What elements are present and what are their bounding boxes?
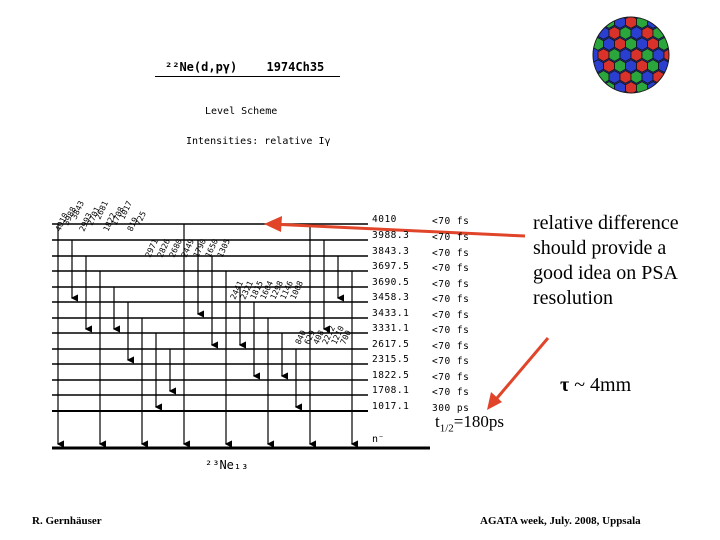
level-lifetime: <70 fs: [432, 387, 470, 398]
tau-symbol: τ: [560, 374, 570, 396]
title-underline: [155, 76, 340, 77]
psa-note-line-2: should provide a: [533, 237, 667, 259]
lifetime-arrowhead: [487, 392, 502, 410]
reaction-title: ²²Ne(d,pγ) 1974Ch35: [165, 60, 324, 74]
psa-note-line-3: good idea on PSA: [533, 262, 678, 284]
level-lifetime: <70 fs: [432, 310, 470, 321]
logo-cell: [603, 37, 615, 51]
level-energy: 3697.5: [372, 261, 410, 272]
level-lifetime: <70 fs: [432, 279, 470, 290]
level-energy: 1708.1: [372, 385, 410, 396]
level-lifetime: <70 fs: [432, 325, 470, 336]
logo-cell: [614, 37, 626, 51]
logo-cell: [619, 48, 632, 62]
logo-cell: [647, 37, 659, 51]
logo-cell: [608, 26, 621, 40]
reference-label: 1974Ch35: [266, 60, 325, 74]
level-lifetime: <70 fs: [432, 216, 470, 227]
agata-geodesic-ball-logo: [592, 16, 670, 94]
level-lifetime: 300 ps: [432, 403, 470, 414]
logo-cell: [636, 59, 648, 73]
scheme-subtitle: Level Scheme: [205, 106, 278, 117]
reaction-label: ²²Ne(d,pγ): [165, 60, 238, 74]
ground-state-label: n⁻: [372, 434, 385, 445]
level-lifetime: <70 fs: [432, 232, 470, 243]
logo-cell: [619, 70, 632, 84]
psa-note-line-1: relative difference: [533, 212, 679, 234]
psa-note-line-4: resolution: [533, 287, 613, 309]
lifetime-arrow: [490, 337, 550, 405]
level-energy: 1822.5: [372, 370, 410, 381]
logo-cell: [658, 17, 669, 29]
level-energy: 3843.3: [372, 246, 410, 257]
half-life-t: t: [435, 412, 440, 431]
logo-cell: [608, 70, 621, 84]
level-lifetime: <70 fs: [432, 372, 470, 383]
logo-cell: [630, 26, 643, 40]
logo-cell: [641, 70, 654, 84]
logo-cell: [647, 59, 659, 73]
level-lifetime: <70 fs: [432, 263, 470, 274]
psa-arrow: [269, 222, 526, 238]
logo-cell: [593, 17, 604, 29]
level-lifetime: <70 fs: [432, 341, 470, 352]
logo-cell: [636, 37, 648, 51]
tau-value: ~ 4mm: [574, 374, 632, 396]
level-energy: 3988.3: [372, 230, 410, 241]
level-energy: 3331.1: [372, 323, 410, 334]
level-energy: 1017.1: [372, 401, 410, 412]
logo-cell: [593, 81, 604, 93]
level-energy: 2315.5: [372, 354, 410, 365]
psa-note: relative difference should provide a goo…: [533, 211, 679, 311]
level-energy: 2617.5: [372, 339, 410, 350]
logo-cell: [652, 48, 665, 62]
logo-cell: [663, 48, 669, 62]
logo-cell: [614, 59, 626, 73]
logo-cell: [630, 48, 643, 62]
logo-cell: [630, 70, 643, 84]
level-lifetime: <70 fs: [432, 294, 470, 305]
half-life-subscript: 1/2: [439, 422, 454, 435]
logo-cell: [603, 59, 615, 73]
logo-cell: [619, 26, 632, 40]
level-energy: 3433.1: [372, 308, 410, 319]
nucleus-label: ²³Ne₁₃: [205, 458, 249, 472]
logo-cell: [658, 81, 669, 93]
half-life-value: =180ps: [453, 412, 504, 431]
intensities-label: Intensities: relative Iγ: [186, 136, 331, 147]
footer-author: R. Gernhäuser: [32, 515, 102, 527]
psa-arrowhead: [264, 216, 282, 232]
level-lifetime: <70 fs: [432, 356, 470, 367]
footer-event: AGATA week, July. 2008, Uppsala: [480, 515, 641, 527]
level-lifetime: <70 fs: [432, 248, 470, 259]
half-life-note: t1/2=180ps: [435, 412, 504, 434]
logo-cell: [625, 37, 637, 51]
logo-cell: [641, 26, 654, 40]
logo-cell: [597, 48, 610, 62]
tau-note: τ ~ 4mm: [560, 373, 631, 398]
level-energy: 3690.5: [372, 277, 410, 288]
logo-cell: [641, 48, 654, 62]
logo-cell: [608, 48, 621, 62]
level-energy: 3458.3: [372, 292, 410, 303]
level-energy: 4010: [372, 214, 397, 225]
logo-cell: [625, 59, 637, 73]
